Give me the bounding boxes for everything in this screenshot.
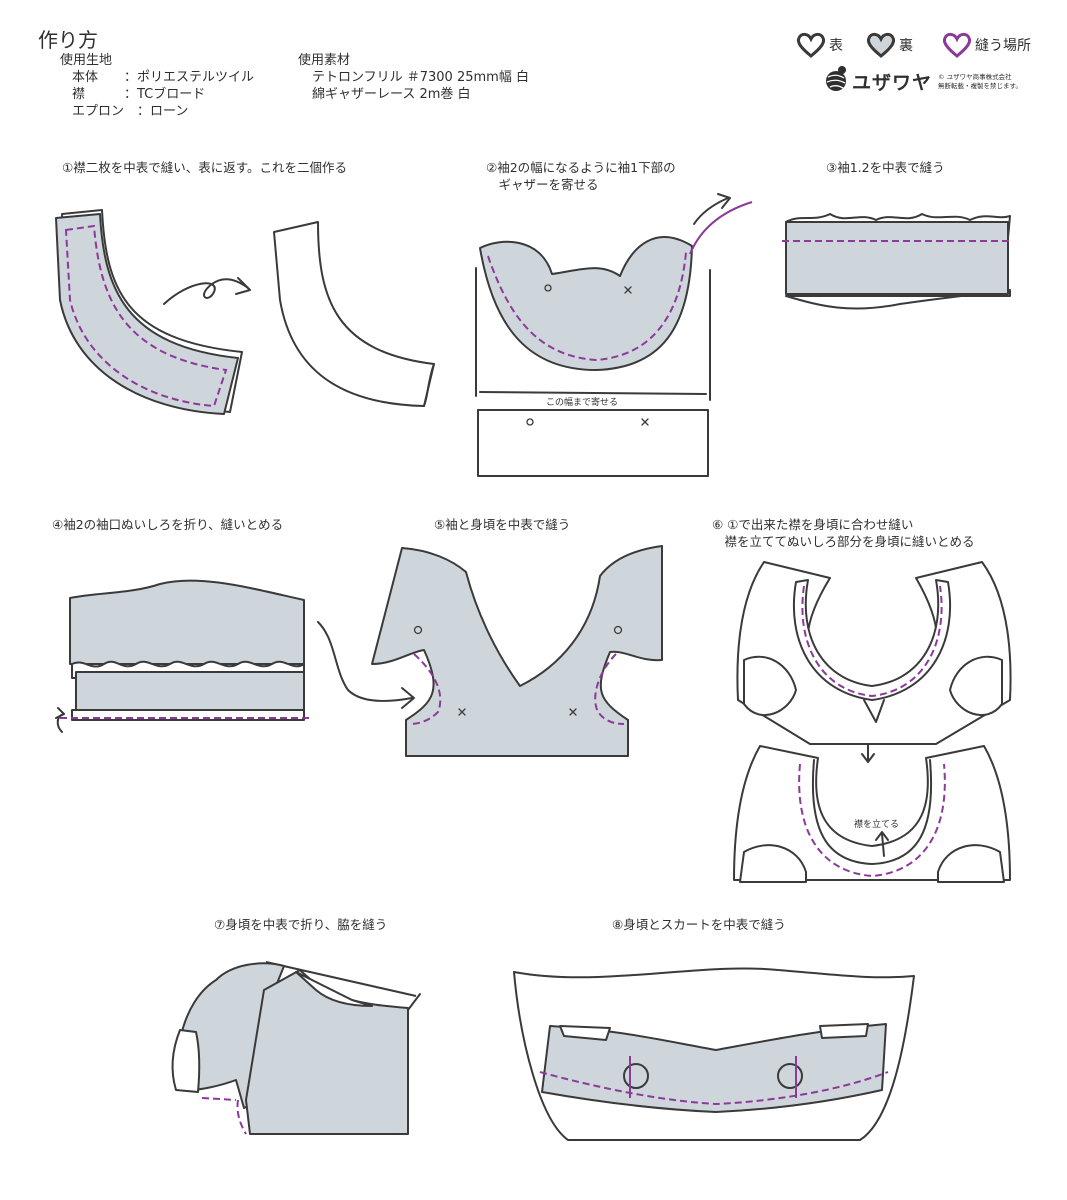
step-4-caption: ④袖2の袖口ぬいしろを折り、縫いとめる: [52, 517, 284, 532]
step-5-bodice: [371, 545, 663, 757]
step-1-caption: ①襟二枚を中表で縫い、表に返す。これを二個作る: [62, 160, 347, 175]
supply-line-frill: テトロンフリル ＃7300 25mm幅 白: [312, 70, 529, 85]
step-2-sleeve-top: [479, 236, 693, 371]
step-8-bodice-skirt: [513, 967, 915, 1141]
brand-name: ユザワヤ: [852, 72, 933, 94]
step-4-to-5-arrow: [317, 621, 413, 702]
brand-copyright: © ユザワヤ商事株式会社 無断転載・複製を禁じます。: [938, 73, 1022, 90]
step-1-arrow: [163, 278, 249, 305]
heart-filled-icon: [866, 32, 896, 58]
step-5-caption: ⑤袖と身頃を中表で縫う: [434, 517, 571, 532]
step-1-collar-turned: [273, 221, 435, 407]
step-7-bodice-folded: [171, 961, 421, 1135]
heart-purple-icon: [942, 32, 972, 58]
step-6-collar-attach-bottom: [733, 745, 1011, 883]
gather-width-note: この幅まで寄せる: [546, 398, 619, 408]
step-2-sleeve-bottom: [477, 409, 709, 477]
stand-collar-note: 襟を立てる: [854, 820, 900, 830]
step-1-arrowhead: [235, 277, 251, 295]
step-3-caption: ③袖1.2を中表で縫う: [826, 160, 945, 175]
legend-back-label: 裏: [899, 38, 913, 54]
supplies-heading: 使用素材: [298, 53, 351, 68]
step-8-caption: ⑧身頃とスカートを中表で縫う: [612, 917, 786, 932]
step-2-arrowhead: [717, 193, 731, 209]
legend-sew: 縫う場所: [942, 32, 1031, 58]
legend-front-label: 表: [829, 38, 843, 54]
step-6-collar-attach-top: [736, 561, 1012, 745]
brand-logo: [822, 64, 852, 98]
page-title: 作り方: [38, 28, 98, 52]
step-4-sleeve-folded: [60, 579, 312, 721]
fabric-line-apron: エプロン ：ローン: [72, 104, 189, 119]
supply-line-lace: 綿ギャザーレース 2m巻 白: [312, 87, 471, 102]
fabric-heading: 使用生地: [60, 53, 113, 68]
legend-back: 裏: [866, 32, 913, 58]
fabric-line-body: 本体 ：ポリエステルツイル: [72, 70, 255, 85]
step-7-caption: ⑦身頃を中表で折り、脇を縫う: [214, 917, 388, 932]
legend-front: 表: [796, 32, 843, 58]
step-6-caption: ⑥ ①で出来た襟を身頃に合わせ縫い 襟を立ててぬいしろ部分を身頃に縫いとめる: [712, 517, 975, 549]
step-2-thread: [689, 201, 753, 255]
step-1-collar-back-piece: [55, 209, 243, 415]
legend-sew-label: 縫う場所: [975, 38, 1031, 54]
heart-outline-icon: [796, 32, 826, 58]
yarn-ball-logo-icon: [826, 66, 846, 91]
step-2-caption: ②袖2の幅になるように袖1下部の ギャザーを寄せる: [486, 160, 676, 192]
step-2-arrow: [693, 197, 729, 225]
fabric-line-collar: 襟 ：TCブロード: [72, 87, 206, 102]
step-6-down-arrowhead: [861, 753, 875, 763]
step-3-sleeve-assembly: [782, 213, 1012, 310]
step-4-to-5-arrowhead: [401, 687, 415, 709]
step-4-fold-arrowhead: [55, 707, 65, 719]
step-2-bottom-line: [479, 391, 707, 395]
